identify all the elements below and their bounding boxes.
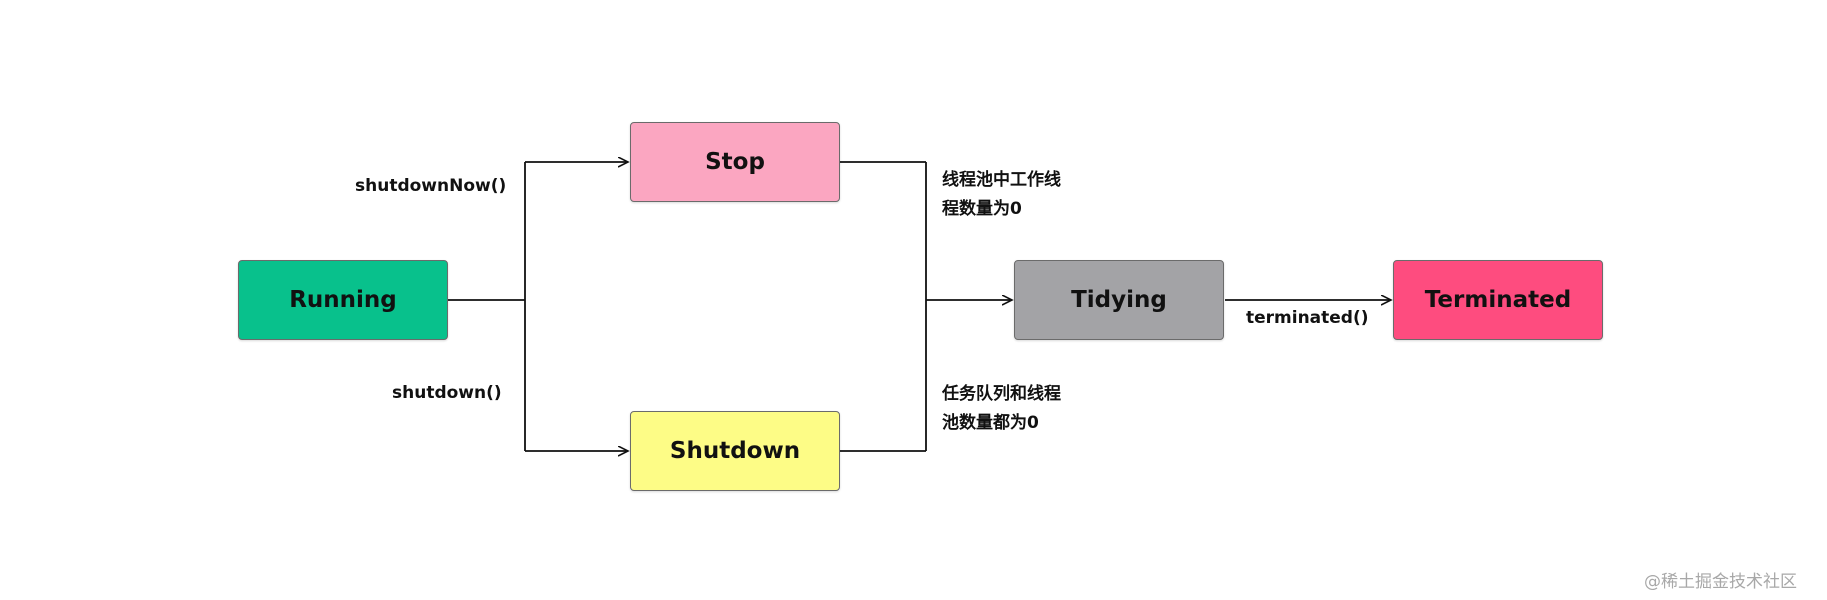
state-running-box: Running	[238, 260, 448, 340]
note-line: 线程池中工作线	[942, 170, 1061, 190]
note-stop-to-tidying: 线程池中工作线 程数量为0	[942, 166, 1082, 224]
state-shutdown-box: Shutdown	[630, 411, 840, 491]
edge-label-shutdown: shutdown()	[392, 383, 502, 403]
watermark: @稀土掘金技术社区	[1644, 572, 1797, 592]
edge-label-shutdownnow: shutdownNow()	[355, 176, 507, 196]
note-line: 程数量为0	[942, 199, 1022, 219]
state-tidying-box: Tidying	[1014, 260, 1224, 340]
note-shutdown-to-tidying: 任务队列和线程 池数量都为0	[942, 380, 1082, 438]
note-line: 任务队列和线程	[942, 384, 1061, 404]
note-line: 池数量都为0	[942, 413, 1039, 433]
state-terminated-box: Terminated	[1393, 260, 1603, 340]
state-stop-box: Stop	[630, 122, 840, 202]
edge-label-terminated: terminated()	[1246, 308, 1369, 328]
